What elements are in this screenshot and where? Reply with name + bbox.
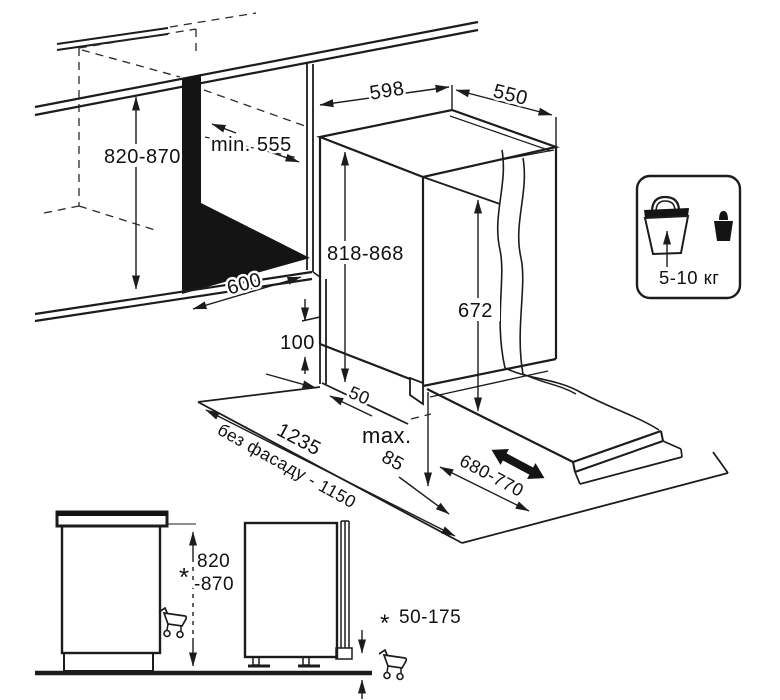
open-door-drawing xyxy=(410,367,683,487)
side-height-star: * xyxy=(179,562,190,592)
dimension-total-depth: 1235 без фасаду - 1150 xyxy=(205,409,456,537)
facade-weight-badge: 5-10 кг xyxy=(635,174,742,300)
max-label: max. xyxy=(362,423,412,448)
dimension-appliance-height: 818-868 xyxy=(324,151,406,383)
dishwasher-top-face xyxy=(316,108,560,179)
cabinet-niche-drawing xyxy=(34,12,479,425)
dishwasher-drawing xyxy=(316,108,560,406)
appliance-body xyxy=(243,521,339,659)
facade-height-label: 672 xyxy=(458,300,493,322)
shopping-cart-icon xyxy=(158,606,188,639)
side-height-label-1: 820 xyxy=(197,551,230,572)
top-width-label: 598 xyxy=(368,77,406,104)
door-slide-arrow-icon xyxy=(491,449,545,479)
plinth-foot xyxy=(409,376,424,406)
plinth-height-label: 100 xyxy=(280,332,315,354)
niche-depth-label: min. 555 xyxy=(211,134,292,156)
dimension-gap: 50 xyxy=(329,380,375,417)
facade-overhang-label: 50-175 xyxy=(399,607,461,628)
kettlebell-weight-icon xyxy=(714,211,733,241)
dimension-facade-overhang: * 50-175 xyxy=(358,605,463,699)
dimension-niche-height: 820-870 xyxy=(101,96,183,290)
dimension-side-height: * 820 -870 xyxy=(177,531,236,667)
niche-shadow xyxy=(182,74,310,294)
facade-weight-label: 5-10 кг xyxy=(659,267,720,288)
dimension-max-85: max. 85 xyxy=(360,421,450,515)
dimension-top-width: 598 xyxy=(319,75,453,111)
dimension-niche-depth: min. 555 xyxy=(209,123,300,163)
cabinet-body xyxy=(60,524,162,655)
max-value-label: 85 xyxy=(378,447,408,476)
shopping-cart-icon xyxy=(378,648,408,681)
niche-height-label: 820-870 xyxy=(104,146,181,168)
dimension-plinth-height: 100 xyxy=(265,299,317,389)
cabinet-plinth xyxy=(63,652,154,672)
side-height-label-2: -870 xyxy=(194,574,234,595)
appliance-height-label: 818-868 xyxy=(327,243,404,265)
facade-overhang-star: * xyxy=(380,610,390,637)
side-view-with-facade: * 50-175 xyxy=(243,520,463,699)
side-view-with-worktop: * 820 -870 xyxy=(55,510,236,672)
top-depth-label: 550 xyxy=(491,80,530,110)
dimension-facade-height: 672 xyxy=(455,199,500,412)
